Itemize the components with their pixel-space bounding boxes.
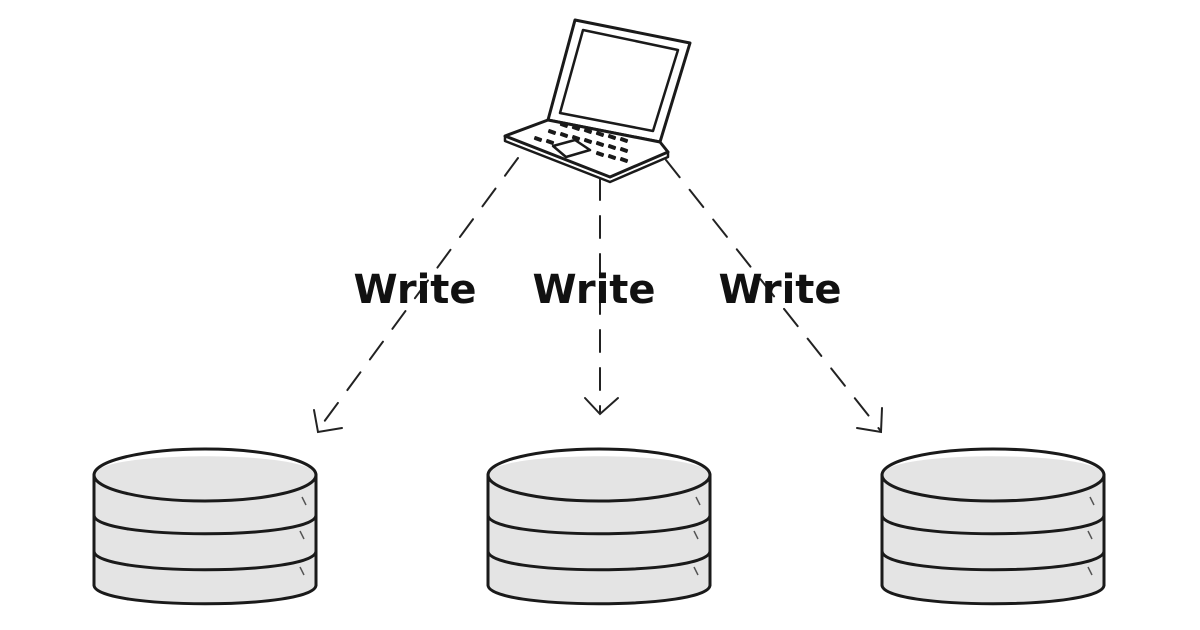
edge-label-left: Write — [353, 267, 476, 313]
write-arrow-right — [665, 159, 883, 434]
database-icon — [92, 447, 318, 606]
laptop-icon — [503, 18, 692, 184]
write-arrow-center — [584, 177, 619, 416]
edge-label-center: Write — [532, 267, 655, 313]
edge-label-right: Write — [718, 267, 841, 313]
database-icon — [486, 447, 712, 606]
write-arrow-left — [313, 157, 519, 434]
database-icon — [880, 447, 1106, 606]
